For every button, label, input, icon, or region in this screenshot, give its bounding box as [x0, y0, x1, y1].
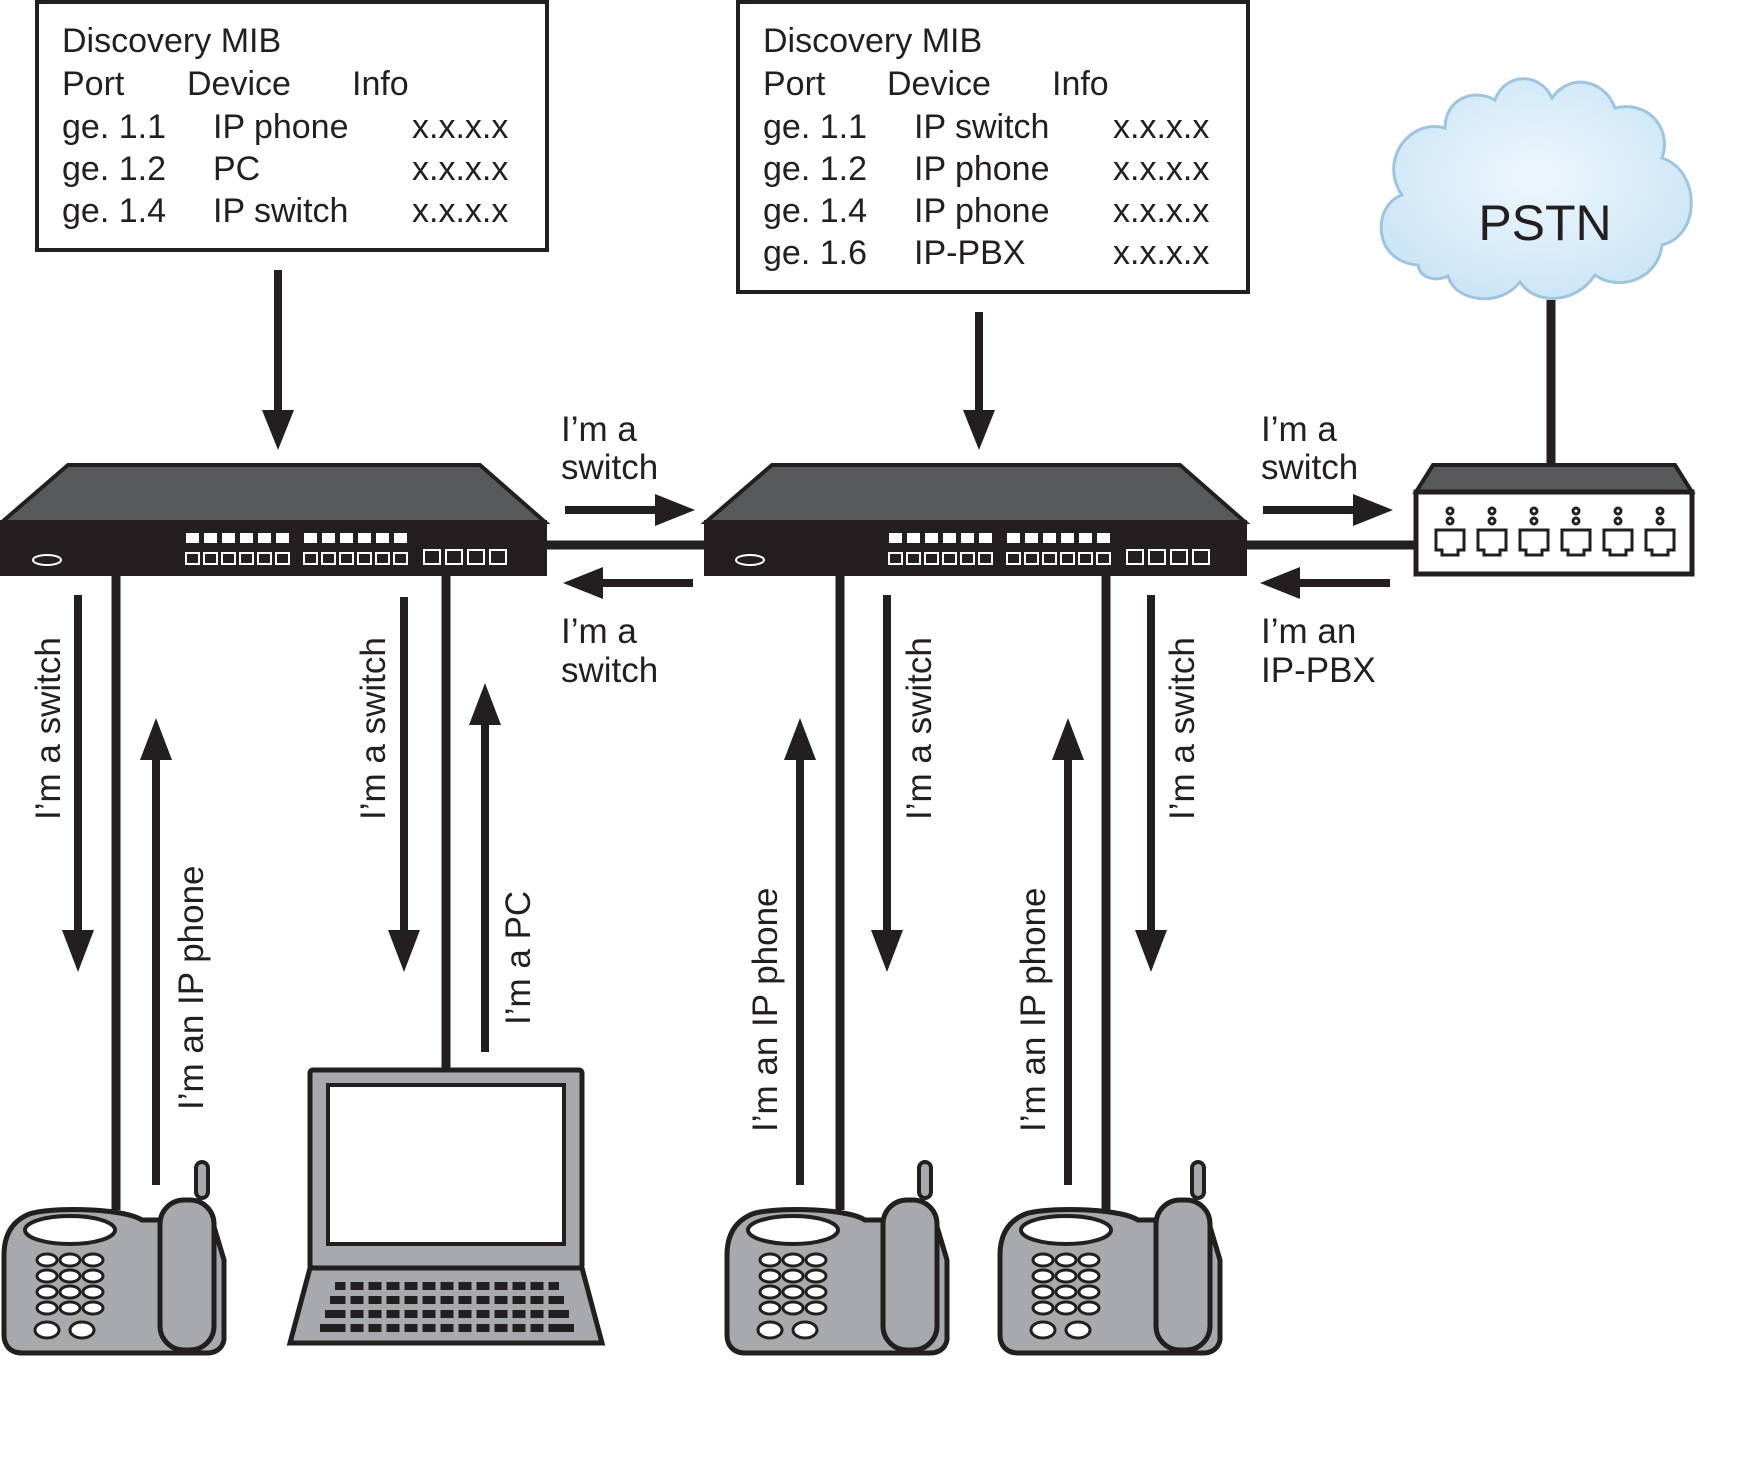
arrow-phone1-to-sw1 — [140, 718, 172, 1185]
mib-right-row-port: ge. 1.4 — [763, 192, 867, 230]
pc-laptop-icon — [286, 1067, 606, 1346]
msg-sw2-to-sw1-line2: switch — [561, 651, 658, 690]
arrow-phone2-to-sw2 — [784, 718, 816, 1185]
arrow-sw1-to-phone1 — [62, 595, 94, 972]
msg-sw2-to-phone2: I’m a switch — [900, 637, 939, 820]
console-port-icon — [32, 554, 62, 566]
mib-left-title: Discovery MIB — [62, 22, 281, 60]
mib-left-row-device: IP phone — [213, 108, 349, 146]
mib-left-row-info: x.x.x.x — [412, 108, 508, 146]
mib-left-pointer-arrow — [262, 270, 294, 450]
console-port-icon — [735, 554, 765, 566]
ip-phone-icon — [997, 1160, 1223, 1356]
msg-sw1-to-sw2-line2: switch — [561, 448, 658, 487]
mib-right-header-device: Device — [887, 65, 991, 103]
mib-left-row-device: PC — [213, 150, 260, 188]
msg-sw1-to-phone1: I’m a switch — [29, 637, 68, 820]
mib-left-row-info: x.x.x.x — [412, 192, 508, 230]
mib-right-header-info: Info — [1052, 65, 1109, 103]
mib-left-row-port: ge. 1.4 — [62, 192, 166, 230]
pstn-cloud: PSTN — [1379, 77, 1693, 301]
ip-switch-left — [0, 463, 551, 576]
mib-left-header-device: Device — [187, 65, 291, 103]
arrow-sw1-to-pc — [388, 597, 420, 972]
ip-switch-right — [700, 463, 1251, 576]
msg-pbx-to-sw2-line2: IP-PBX — [1261, 651, 1376, 690]
arrow-sw2-to-phone3 — [1135, 595, 1167, 972]
msg-sw2-to-pbx-line1: I’m a — [1261, 410, 1337, 449]
arrow-phone3-to-sw2 — [1052, 718, 1084, 1185]
mib-right-row-device: IP phone — [914, 192, 1050, 230]
network-wires — [111, 300, 1556, 1210]
ip-pbx — [1412, 463, 1696, 577]
arrow-sw2-to-pbx — [1263, 494, 1393, 526]
mib-left-row-device: IP switch — [213, 192, 348, 230]
arrow-pc-to-sw1 — [469, 683, 501, 1052]
arrow-pbx-to-sw2 — [1260, 567, 1390, 599]
mib-right-row-device: IP phone — [914, 150, 1050, 188]
mib-right-row-device: IP switch — [914, 108, 1049, 146]
arrow-sw2-to-sw1 — [563, 567, 693, 599]
mib-right-row-info: x.x.x.x — [1113, 150, 1209, 188]
msg-sw2-to-phone3: I’m a switch — [1163, 637, 1202, 820]
msg-sw2-to-sw1-line1: I’m a — [561, 612, 637, 651]
msg-phone3-to-sw2: I’m an IP phone — [1014, 887, 1053, 1132]
msg-pbx-to-sw2-line1: I’m an — [1261, 612, 1356, 651]
mib-right-pointer-arrow — [963, 312, 995, 450]
mib-left-row-info: x.x.x.x — [412, 150, 508, 188]
msg-sw1-to-sw2-line1: I’m a — [561, 410, 637, 449]
mib-right-row-port: ge. 1.6 — [763, 234, 867, 272]
msg-phone2-to-sw2: I’m an IP phone — [746, 887, 785, 1132]
mib-right-row-device: IP-PBX — [914, 234, 1025, 272]
msg-pc-to-sw1: I’m a PC — [499, 891, 538, 1025]
msg-sw2-to-pbx-line2: switch — [1261, 448, 1358, 487]
pstn-label: PSTN — [1478, 195, 1611, 251]
mib-right-header-port: Port — [763, 65, 826, 103]
mib-right-title: Discovery MIB — [763, 22, 982, 60]
mib-left-header-info: Info — [352, 65, 409, 103]
ip-phone-icon — [1, 1160, 227, 1356]
arrow-sw2-to-phone2 — [871, 595, 903, 972]
mib-right-row-info: x.x.x.x — [1113, 108, 1209, 146]
mib-right-row-info: x.x.x.x — [1113, 192, 1209, 230]
mib-left-row-port: ge. 1.2 — [62, 150, 166, 188]
mib-left-header-port: Port — [62, 65, 125, 103]
mib-right-row-port: ge. 1.1 — [763, 108, 867, 146]
msg-phone1-to-sw1: I’m an IP phone — [172, 865, 211, 1110]
discovery-mib-left: Discovery MIB Port Device Info ge. 1.1 I… — [35, 0, 549, 252]
msg-sw1-to-pc: I’m a switch — [354, 637, 393, 820]
ip-phone-icon — [724, 1160, 950, 1356]
discovery-mib-right: Discovery MIB Port Device Info ge. 1.1 I… — [736, 0, 1250, 294]
rj45-port-icons — [1434, 506, 1676, 557]
mib-right-row-info: x.x.x.x — [1113, 234, 1209, 272]
mib-left-row-port: ge. 1.1 — [62, 108, 166, 146]
mib-right-row-port: ge. 1.2 — [763, 150, 867, 188]
arrow-sw1-to-sw2 — [565, 494, 695, 526]
